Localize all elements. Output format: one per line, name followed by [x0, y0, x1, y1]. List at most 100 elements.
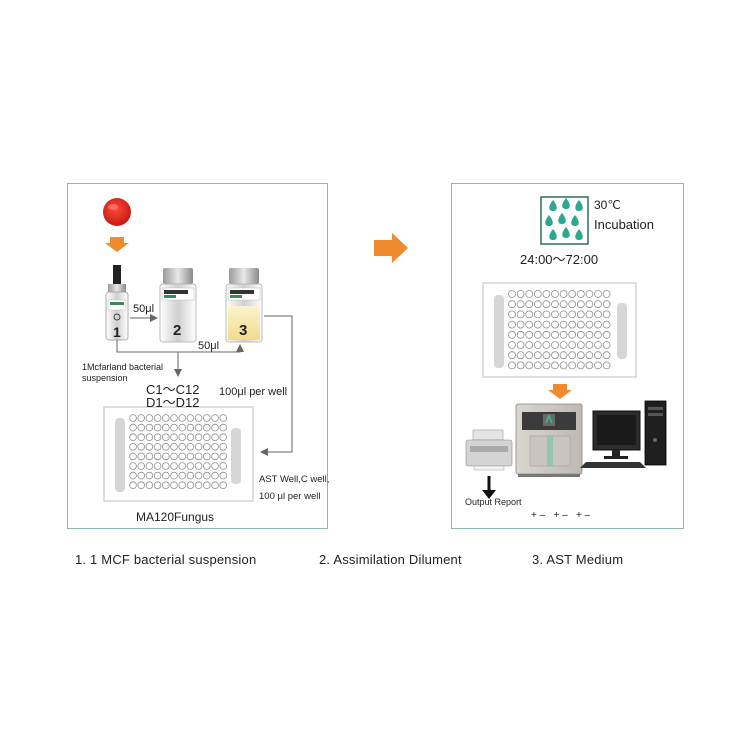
plate-well [516, 300, 525, 309]
mcfarland-label-line2: suspension [82, 373, 128, 383]
caption-step-1: 1. 1 MCF bacterial suspension [75, 552, 257, 567]
plate-well [568, 300, 577, 309]
plate-well [585, 341, 594, 349]
plate-well [533, 361, 542, 370]
plate-well [594, 320, 602, 329]
plate-well [194, 423, 203, 432]
plate-well [568, 351, 577, 360]
plate-well [137, 462, 146, 470]
plate-well [145, 414, 154, 422]
plate-well [145, 442, 154, 451]
plate-well [211, 471, 219, 480]
plate-well [162, 452, 170, 461]
plate-well [153, 433, 162, 442]
plate-well [516, 290, 525, 298]
plate-well [186, 433, 195, 442]
incubation-time: 24:00～72:00 [520, 252, 599, 267]
plate-well [559, 310, 568, 319]
plate-well [568, 341, 577, 349]
plate-well [525, 310, 534, 319]
plate-well [194, 442, 203, 451]
plate-well [525, 341, 534, 349]
plate-well [203, 442, 211, 451]
plate-well [508, 351, 516, 360]
plate-well [542, 310, 551, 319]
plate-well [194, 471, 203, 480]
water-drop-icon [571, 215, 579, 226]
plate-well [576, 361, 585, 370]
transfer-volume-1: 50μl [133, 303, 155, 315]
bottle-icon [159, 268, 197, 343]
plate-well [568, 290, 577, 298]
plate-well [178, 452, 187, 461]
plate-well [170, 433, 178, 442]
plate-well [153, 471, 162, 480]
plate-well [585, 310, 594, 319]
plate-well [129, 442, 137, 451]
plate-well [559, 320, 568, 329]
plate-well [170, 481, 178, 490]
plate-well [194, 452, 203, 461]
plate-well [576, 290, 585, 298]
computer-monitor-icon [580, 410, 646, 468]
plate-well [211, 423, 219, 432]
plate-well [533, 351, 542, 360]
plate-well [602, 351, 611, 360]
plate-well [145, 452, 154, 461]
plate-well [585, 330, 594, 339]
plate-well [137, 442, 146, 451]
plate-well [137, 423, 146, 432]
plate-well [211, 481, 219, 490]
plate-well [194, 462, 203, 470]
plate-well [203, 471, 211, 480]
plate-well [170, 462, 178, 470]
microplate-icon [103, 406, 254, 502]
plate-well [542, 341, 551, 349]
plate-well [219, 452, 228, 461]
plate-well [576, 351, 585, 360]
plate-well [211, 452, 219, 461]
plate-well [178, 471, 187, 480]
plate-well [516, 341, 525, 349]
plate-well [162, 442, 170, 451]
computer-tower-icon [644, 400, 667, 466]
plate-well [178, 414, 187, 422]
water-drop-icon [549, 200, 557, 211]
plate-well [178, 442, 187, 451]
plate-well [129, 481, 137, 490]
plate-well [516, 320, 525, 329]
tube2-label: 2 [173, 322, 182, 339]
plate-well [219, 423, 228, 432]
incubation-drops-icon [540, 196, 589, 245]
plate-well [559, 341, 568, 349]
plate-well [186, 481, 195, 490]
plate-well [170, 452, 178, 461]
plate-well [585, 361, 594, 370]
plate-well [516, 351, 525, 360]
plate-well [186, 442, 195, 451]
plate-well [542, 361, 551, 370]
plate-well [145, 433, 154, 442]
plate-well [551, 341, 559, 349]
wells-range-line2: D1～D12 [146, 395, 200, 410]
bottle-icon [225, 268, 263, 343]
plate-well [129, 423, 137, 432]
plate-well [203, 414, 211, 422]
plate-well [508, 310, 516, 319]
plate-well [551, 330, 559, 339]
plate-well [153, 442, 162, 451]
plate-well [186, 423, 195, 432]
plate-well [170, 423, 178, 432]
plate-well [203, 462, 211, 470]
tube3-label: 3 [239, 322, 248, 339]
plate-well [568, 320, 577, 329]
water-drop-icon [562, 227, 570, 238]
caption-step-2: 2. Assimilation Dilument [319, 552, 462, 567]
output-report-label: Output Report [465, 497, 522, 507]
plate-well [594, 310, 602, 319]
plate-well [153, 452, 162, 461]
water-drop-icon [558, 213, 566, 224]
plate-well [219, 462, 228, 470]
plate-well [551, 320, 559, 329]
caption-step-3: 3. AST Medium [532, 552, 624, 567]
